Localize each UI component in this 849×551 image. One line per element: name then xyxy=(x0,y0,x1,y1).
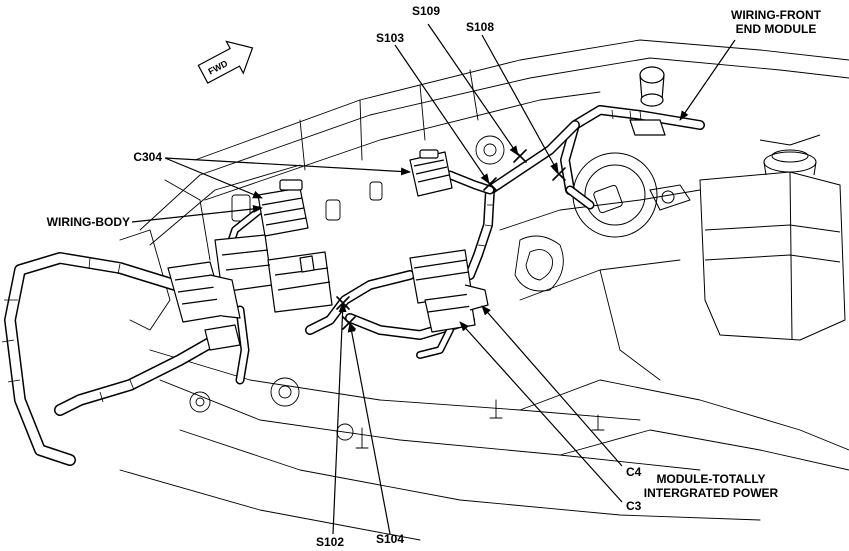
label-wiring-front-end-module-line1: WIRING-FRONT xyxy=(731,8,821,22)
label-s104: S104 xyxy=(376,532,405,546)
leader-s104 xyxy=(347,322,391,535)
leader-s108 xyxy=(481,34,559,173)
leader-c304-lower xyxy=(164,157,263,199)
label-module-tipm: MODULE-TOTALLY INTERGRATED POWER xyxy=(636,472,786,500)
leader-c304-upper xyxy=(164,157,411,176)
leader-c3 xyxy=(459,321,623,503)
label-s102: S102 xyxy=(316,535,345,549)
left-module-connector xyxy=(167,261,241,323)
leader-s103 xyxy=(394,44,490,184)
label-s108: S108 xyxy=(466,20,495,34)
front-grommet xyxy=(629,66,666,136)
label-s103: S103 xyxy=(376,31,405,45)
body-structure xyxy=(119,39,849,541)
forward-arrow-icon: FWD xyxy=(197,40,254,84)
relay-blocks xyxy=(214,234,333,313)
leader-wiring-body xyxy=(131,204,263,223)
c304-lower-connector xyxy=(257,179,309,237)
label-c3: C3 xyxy=(626,499,642,513)
harness-tape xyxy=(1,109,642,403)
leader-wiring-front-end-module xyxy=(679,39,736,121)
leader-s102 xyxy=(332,302,347,535)
fender-grommet xyxy=(572,152,691,238)
label-s109: S109 xyxy=(412,4,441,18)
lower-left-connector xyxy=(204,324,241,351)
c304-upper-connector xyxy=(409,149,453,197)
label-module-tipm-line2: INTERGRATED POWER xyxy=(643,486,779,500)
label-module-tipm-line1: MODULE-TOTALLY xyxy=(656,472,766,486)
label-c304: C304 xyxy=(133,150,162,164)
leader-c4 xyxy=(481,305,623,467)
label-wiring-front-end-module-line2: END MODULE xyxy=(735,22,817,36)
leader-s109 xyxy=(427,23,519,156)
label-wiring-front-end-module: WIRING-FRONT END MODULE xyxy=(718,8,834,36)
connectors xyxy=(167,66,666,351)
coolant-reservoir xyxy=(699,134,846,341)
leader-lines xyxy=(131,23,736,535)
label-wiring-body: WIRING-BODY xyxy=(46,215,130,229)
label-c4: C4 xyxy=(626,465,642,479)
